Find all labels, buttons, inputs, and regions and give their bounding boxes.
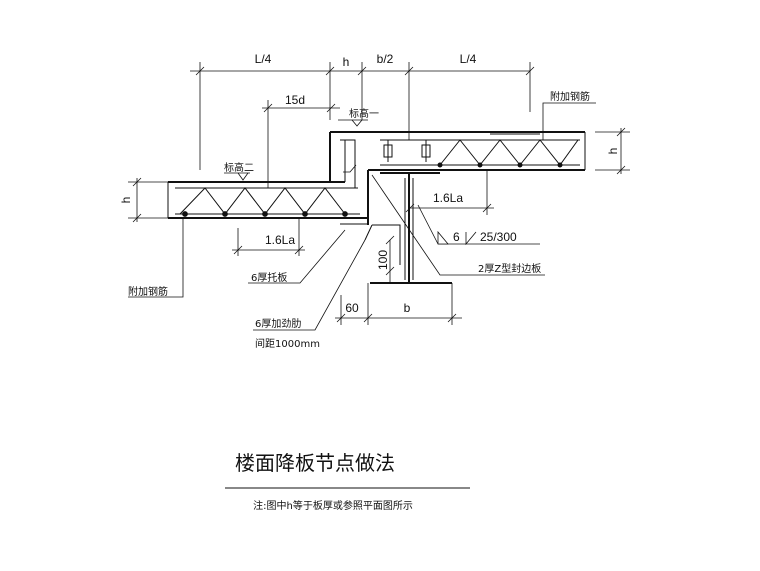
label-edge-plate: 2厚Z型封边板 <box>478 262 541 275</box>
dim-right-h-group: h <box>595 127 630 175</box>
dim-15d: 15d <box>285 93 305 107</box>
dim-60: 60 <box>345 301 359 315</box>
dim-h-top: h <box>343 55 350 69</box>
label-support-plate: 6厚托板 <box>251 271 287 284</box>
label-stiffener: 6厚加劲肋 <box>255 317 301 330</box>
dim-anchor-right-group: 1.6La <box>405 170 494 215</box>
drawing-title: 楼面降板节点做法 <box>235 451 395 475</box>
dim-left-h-group: h <box>119 177 168 223</box>
weld-symbol: 6 25/300 <box>417 204 540 246</box>
dim-15d-group: 15d <box>262 93 340 188</box>
weld-size: 6 <box>453 230 460 244</box>
label-elev-two: 标高二 <box>224 161 254 174</box>
dim-anchor-left: 1.6La <box>265 233 295 247</box>
elevation-two-marker: 标高二 <box>224 161 254 181</box>
extra-rebar-top-callout: 附加钢筋 <box>542 90 596 140</box>
dim-100-group: 100 <box>376 235 395 284</box>
dim-anchor-left-group: 1.6La <box>232 218 305 256</box>
dim-100: 100 <box>376 250 390 270</box>
drawing-note: 注:图中h等于板厚或参照平面图所示 <box>253 499 413 512</box>
support-plate-callout: 6厚托板 <box>248 229 346 284</box>
edge-plate-callout: 2厚Z型封边板 <box>371 174 545 276</box>
dim-anchor-right: 1.6La <box>433 191 463 205</box>
dim-right-quarter: L/4 <box>460 52 477 66</box>
stiffener-callout: 6厚加劲肋 间距1000mm <box>253 239 366 350</box>
lowered-slab <box>167 139 368 219</box>
dim-b: b <box>404 301 411 315</box>
steel-beam <box>364 172 452 284</box>
step-riser <box>329 131 378 225</box>
dim-left-h: h <box>119 197 133 204</box>
dim-left-quarter: L/4 <box>255 52 272 66</box>
label-extra-rebar-left: 附加钢筋 <box>128 285 168 298</box>
upper-slab <box>376 131 586 171</box>
extra-rebar-left-callout: 附加钢筋 <box>128 218 184 298</box>
dim-bottom-group: 60 b <box>335 283 462 325</box>
dim-half-b: b/2 <box>377 52 394 66</box>
dim-right-h: h <box>606 148 620 155</box>
title-block: 楼面降板节点做法 注:图中h等于板厚或参照平面图所示 <box>225 451 470 512</box>
weld-spec: 25/300 <box>480 230 517 244</box>
label-elev-one: 标高一 <box>349 107 379 120</box>
label-extra-rebar-top: 附加钢筋 <box>550 90 590 103</box>
top-dimension-chain: L/4 h b/2 L/4 <box>190 52 535 170</box>
label-spacing: 间距1000mm <box>255 337 320 350</box>
elevation-one-marker: 标高一 <box>338 107 379 127</box>
